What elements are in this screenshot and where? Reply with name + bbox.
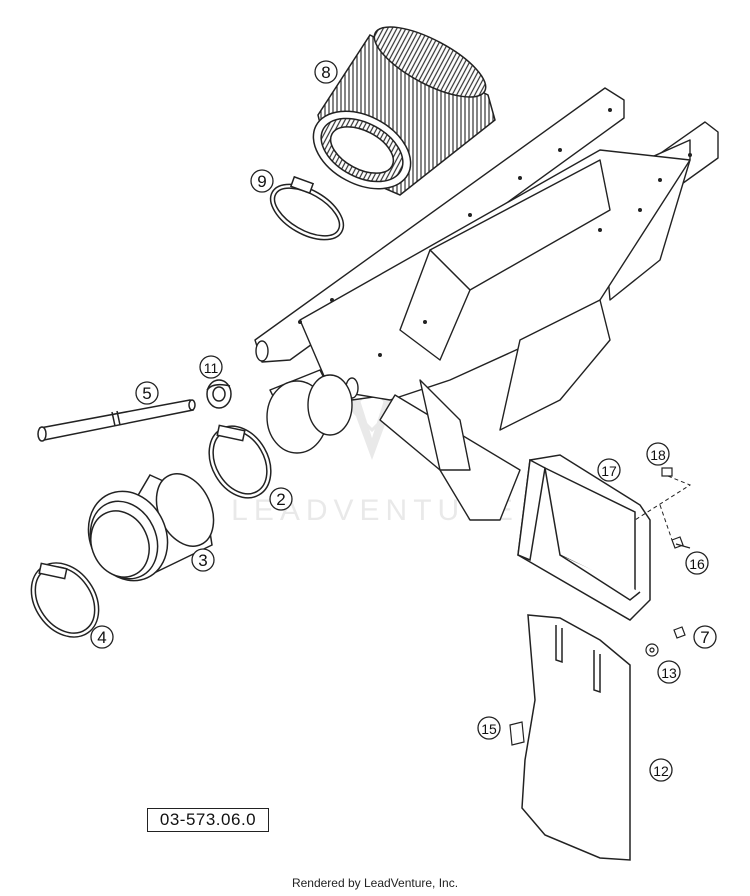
clip-15 [509, 721, 525, 746]
breather-hose [37, 399, 196, 442]
svg-text:9: 9 [257, 172, 266, 191]
callout-13[interactable]: 13 [657, 660, 681, 684]
svg-text:4: 4 [97, 628, 106, 647]
svg-text:16: 16 [689, 556, 705, 572]
nut-18 [661, 467, 673, 477]
svg-text:7: 7 [700, 628, 709, 647]
callout-15[interactable]: 15 [477, 716, 501, 740]
reference-code: 03-573.06.0 [147, 808, 269, 832]
rear-subframe [254, 87, 719, 521]
callout-2[interactable]: 2 [269, 487, 293, 511]
clamp-2 [208, 424, 272, 499]
bolt-7 [673, 626, 686, 639]
clamp-9 [269, 175, 345, 241]
svg-text:5: 5 [142, 384, 151, 403]
svg-text:2: 2 [276, 490, 285, 509]
svg-text:13: 13 [661, 665, 677, 681]
svg-text:18: 18 [650, 447, 666, 463]
intake-boot [87, 473, 215, 582]
svg-text:17: 17 [601, 463, 617, 479]
air-filter [312, 26, 496, 196]
svg-text:8: 8 [321, 63, 330, 82]
callout-9[interactable]: 9 [250, 169, 274, 193]
mud-flap [521, 614, 631, 861]
bolt-16 [671, 536, 684, 549]
hardware [509, 467, 691, 746]
svg-text:15: 15 [481, 721, 497, 737]
callouts: 8 9 11 5 2 3 4 18 [90, 60, 717, 782]
svg-text:12: 12 [653, 763, 669, 779]
leader-lines [634, 475, 692, 541]
callout-11[interactable]: 11 [199, 355, 223, 379]
callout-17[interactable]: 17 [597, 458, 621, 482]
callout-16[interactable]: 16 [685, 551, 709, 575]
clamp-4 [30, 562, 100, 638]
callout-7[interactable]: 7 [693, 625, 717, 649]
bracket [517, 454, 651, 621]
footer-credit: Rendered by LeadVenture, Inc. [291, 876, 459, 890]
callout-4[interactable]: 4 [90, 625, 114, 649]
callout-3[interactable]: 3 [191, 548, 215, 572]
callout-5[interactable]: 5 [135, 381, 159, 405]
callout-12[interactable]: 12 [649, 758, 673, 782]
svg-text:3: 3 [198, 551, 207, 570]
grommet [206, 379, 232, 409]
callout-18[interactable]: 18 [646, 442, 670, 466]
svg-text:11: 11 [204, 360, 219, 376]
callout-8[interactable]: 8 [314, 60, 338, 84]
